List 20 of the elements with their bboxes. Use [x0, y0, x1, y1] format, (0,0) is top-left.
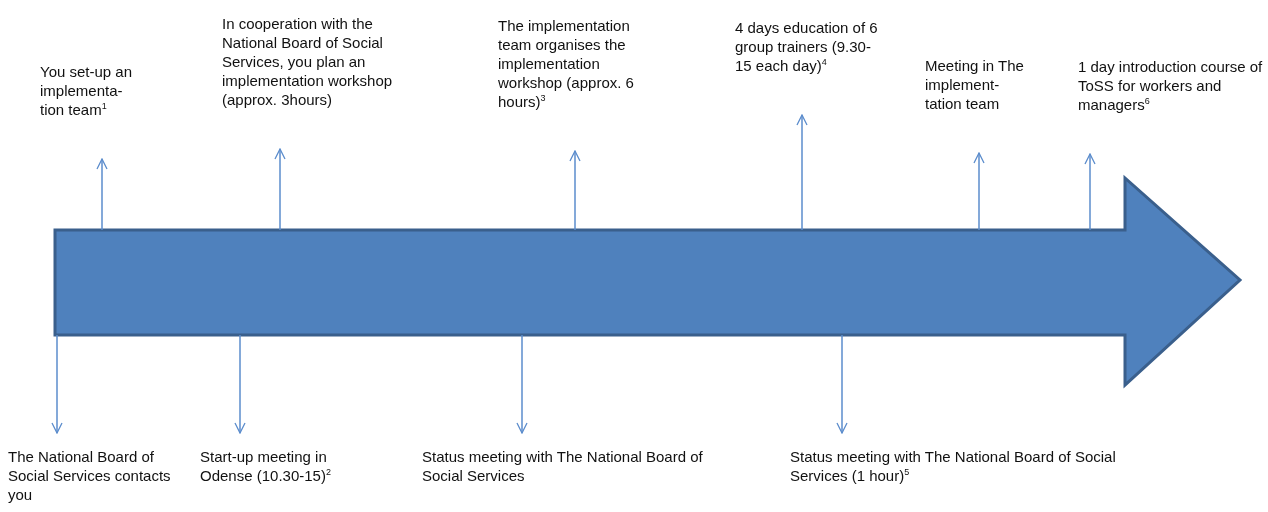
- arrow: [51, 334, 63, 434]
- arrow: [516, 334, 528, 434]
- milestone-text: The implementation team organises the implementation workshop (approx. 6 hours)$^{3}$: [498, 16, 658, 111]
- arrow: [1084, 153, 1096, 231]
- arrow: [234, 334, 246, 434]
- milestone-text: Meeting in The implement- tation team: [925, 56, 1025, 113]
- arrow: [836, 334, 848, 434]
- arrow: [96, 158, 108, 231]
- arrow: [274, 148, 286, 231]
- milestone-text: In cooperation with the National Board of Social Services, you plan an implementation workshop (approx. 3hours): [222, 14, 432, 109]
- milestone-text: You set-up an implementa- tion team$^{1}$: [40, 62, 145, 119]
- milestone-text: 4 days education of 6 group trainers (9.30-15 each day)$^{4}$: [735, 18, 885, 75]
- milestone-text: Start-up meeting in Odense (10.30-15)$^{2}$: [200, 447, 350, 485]
- arrow: [569, 150, 581, 231]
- arrow: [973, 152, 985, 231]
- milestone-text: The National Board of Social Services contacts you: [8, 447, 173, 504]
- arrow: [796, 114, 808, 231]
- milestone-text: 1 day introduction course of ToSS for workers and managers$^{6}$: [1078, 57, 1263, 114]
- milestone-text: Status meeting with The National Board of Social Services (1 hour)$^{5}$: [790, 447, 1120, 485]
- milestone-text: Status meeting with The National Board of Social Services: [422, 447, 712, 485]
